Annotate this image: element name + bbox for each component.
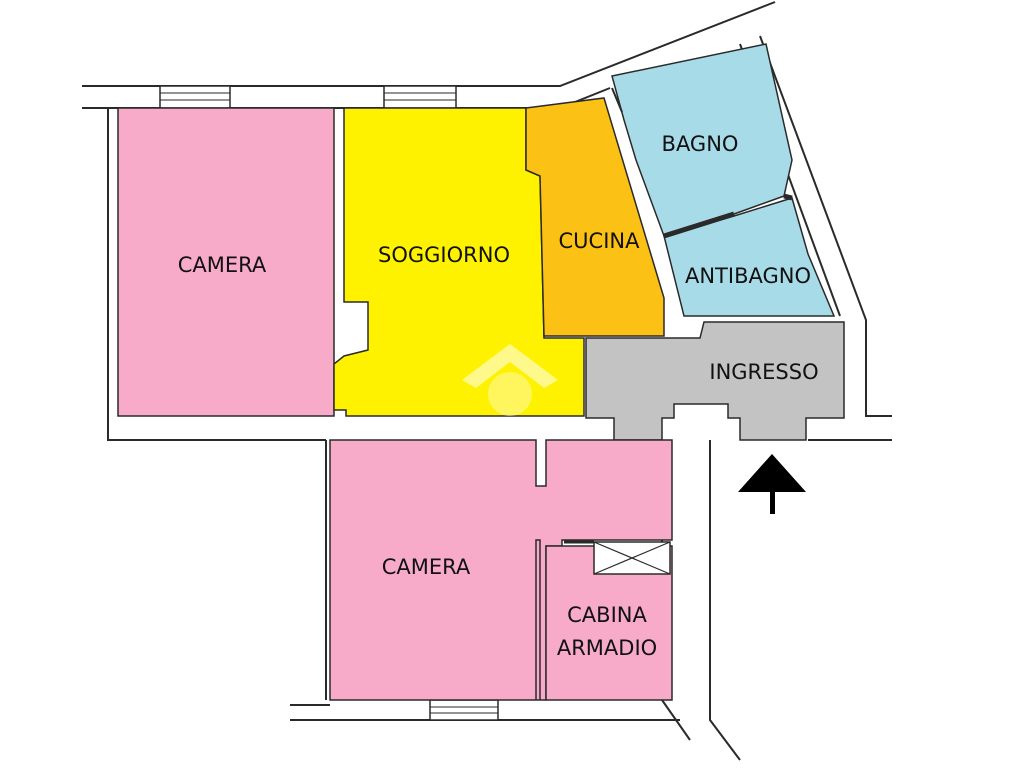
label-cabina: CABINA: [567, 603, 647, 627]
label-camera-2: CAMERA: [382, 555, 471, 579]
label-soggiorno: SOGGIORNO: [378, 243, 510, 267]
window-soggiorno-north: [383, 85, 457, 109]
house-logo-watermark: [462, 344, 558, 416]
wall-north-outer: [82, 1, 776, 87]
window-camera-south: [429, 699, 499, 721]
partitions: [564, 87, 793, 544]
up-arrow-icon: [738, 454, 806, 514]
label-armadio: ARMADIO: [557, 636, 657, 660]
rooms: [117, 43, 845, 701]
label-antibagno: ANTIBAGNO: [685, 264, 811, 288]
label-ingresso: INGRESSO: [709, 360, 818, 384]
label-cucina: CUCINA: [559, 229, 641, 253]
window-camera-north: [159, 85, 231, 109]
wall-stair-right: [709, 440, 741, 761]
room-camera-1: [117, 107, 335, 417]
wall-west: [107, 108, 326, 441]
room-cucina: [525, 97, 665, 337]
label-camera-1: CAMERA: [178, 253, 267, 277]
label-bagno: BAGNO: [662, 132, 739, 156]
wall-east-outer: [759, 35, 892, 417]
wardrobe-symbol: [593, 541, 671, 575]
